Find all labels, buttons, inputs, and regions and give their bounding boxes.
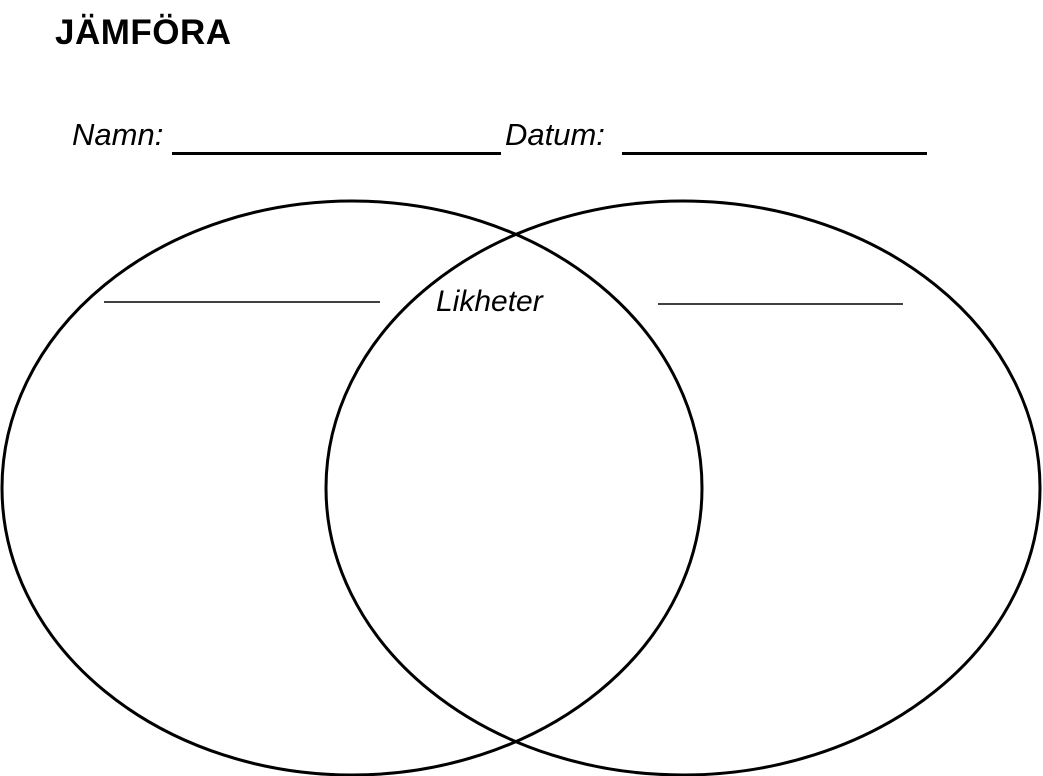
name-fill-line[interactable] (172, 116, 501, 155)
date-label: Datum: (505, 117, 605, 152)
left-circle (0, 199, 704, 776)
right-circle (324, 199, 1042, 776)
name-label: Namn: (72, 117, 164, 152)
venn-center-label: Likheter (436, 285, 543, 318)
date-fill-line[interactable] (622, 116, 927, 155)
worksheet-title: JÄMFÖRA (55, 13, 232, 52)
